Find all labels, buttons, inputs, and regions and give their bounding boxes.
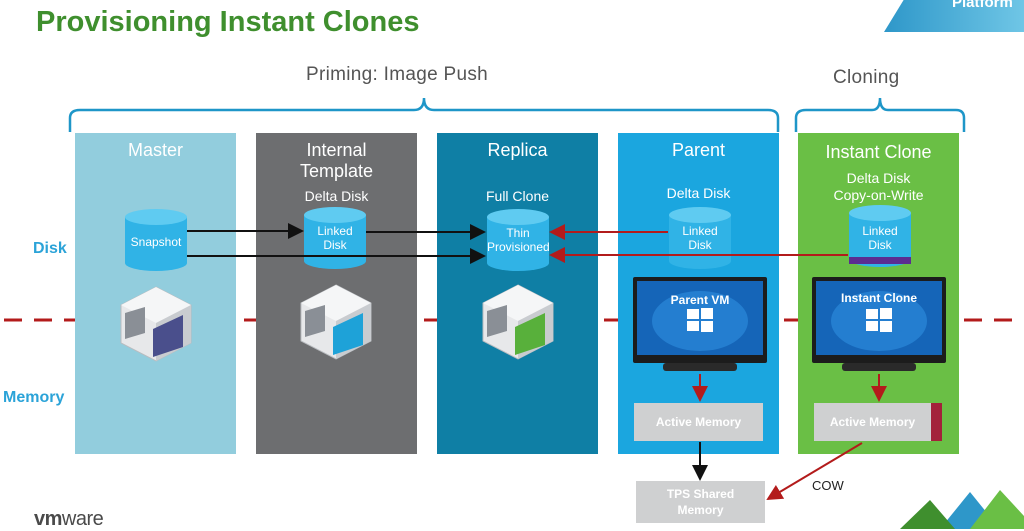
row-label-disk: Disk xyxy=(33,240,67,257)
snapshot-label: Snapshot xyxy=(130,235,182,249)
windows-logo-icon xyxy=(866,308,892,332)
column-instant-subtitle-line2: Copy-on-Write xyxy=(833,187,924,203)
priming-label: Priming: Image Push xyxy=(306,64,489,85)
template-disk-label-line1: Linked xyxy=(317,224,353,238)
cow-bitmap-bar xyxy=(849,257,911,264)
column-template-subtitle: Delta Disk xyxy=(304,188,369,204)
column-replica-title: Replica xyxy=(487,140,548,160)
parent-vm-monitor-icon: Parent VM xyxy=(633,277,767,375)
template-linked-disk-icon: Linked Disk xyxy=(304,207,366,269)
vm-cube-icon xyxy=(117,285,195,363)
snapshot-cylinder-icon: Snapshot xyxy=(125,209,187,271)
priming-bracket xyxy=(68,97,780,132)
replica-disk-label-line1: Thin xyxy=(506,226,530,240)
tps-label-line1: TPS Shared xyxy=(666,487,735,501)
cloning-bracket xyxy=(794,97,966,132)
corner-badge-label: Platform xyxy=(952,0,1013,11)
parent-vm-monitor-label: Parent VM xyxy=(670,293,730,307)
parent-disk-label-line1: Linked xyxy=(682,224,718,238)
column-instant-subtitle-line1: Delta Disk xyxy=(846,170,911,186)
column-replica-subtitle: Full Clone xyxy=(485,188,550,204)
instant-disk-label-line2: Disk xyxy=(868,238,892,252)
parent-active-memory-box: Active Memory xyxy=(634,403,763,441)
column-parent-subtitle: Delta Disk xyxy=(666,185,731,201)
row-label-memory: Memory xyxy=(3,389,65,406)
column-parent-title: Parent xyxy=(671,140,726,160)
vm-cube-icon xyxy=(479,283,557,361)
instant-clone-monitor-icon: Instant Clone xyxy=(812,277,946,375)
cloning-label: Cloning xyxy=(833,67,900,88)
instant-active-memory-box: Active Memory xyxy=(814,403,942,441)
column-template-title-line1: Internal xyxy=(306,140,367,160)
instant-linked-disk-icon: Linked Disk xyxy=(849,205,911,267)
instant-disk-label-line1: Linked xyxy=(862,224,898,238)
windows-logo-icon xyxy=(687,308,713,332)
replica-disk-label-line2: Provisioned xyxy=(487,240,550,254)
template-disk-label-line2: Disk xyxy=(323,238,347,252)
corner-decoration xyxy=(900,490,1024,529)
page-title: Provisioning Instant Clones xyxy=(36,6,420,38)
replica-thin-disk-icon: Thin Provisioned xyxy=(487,209,550,271)
column-instant-title: Instant Clone xyxy=(825,142,932,162)
tps-label-line2: Memory xyxy=(677,503,724,517)
cow-label: COW xyxy=(812,478,844,493)
column-template-title-line2: Template xyxy=(299,161,374,181)
vmware-logo: vmware xyxy=(34,508,104,530)
parent-linked-disk-icon: Linked Disk xyxy=(669,207,731,269)
parent-disk-label-line2: Disk xyxy=(688,238,712,252)
vm-cube-icon xyxy=(297,283,375,361)
tps-shared-memory-box: TPS Shared Memory xyxy=(636,481,765,523)
column-master-title: Master xyxy=(127,140,183,160)
arrow-instant-memory-to-tps xyxy=(766,442,863,501)
corner-badge: Platform xyxy=(884,0,1024,32)
instant-clone-monitor-label: Instant Clone xyxy=(840,291,917,305)
